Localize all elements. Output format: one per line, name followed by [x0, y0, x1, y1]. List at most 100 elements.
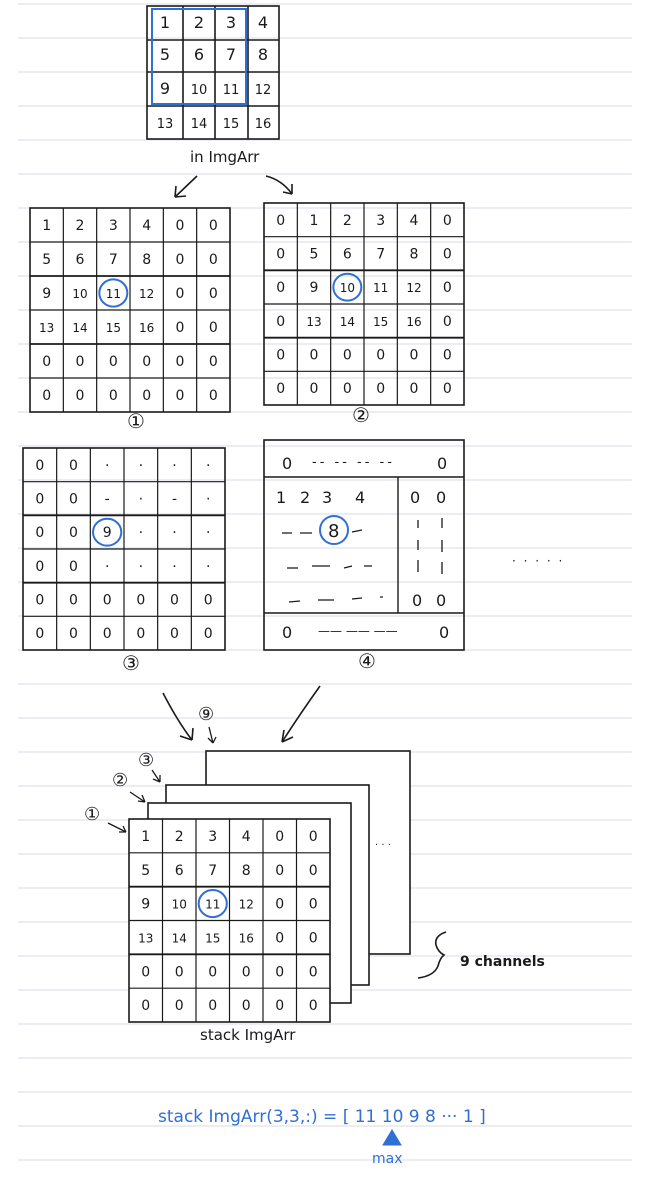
grid-cell: 0 [309, 964, 318, 980]
grid-cell: 5 [310, 247, 319, 263]
grid-cell: 1 [310, 213, 319, 229]
grid-cell: 0 [410, 348, 419, 364]
grid-cell: 10 [340, 281, 355, 295]
grid-cell: 0 [170, 593, 179, 609]
grid-cell: 0 [204, 626, 213, 642]
grid-cell: 0 [109, 388, 118, 404]
grid-cell: 1 [141, 829, 150, 845]
grid-cell: 0 [35, 559, 44, 575]
grid-cell: 13 [138, 931, 153, 945]
formula-text: stack ImgArr(3,3,:) = [ 11 10 9 8 ··· 1 … [158, 1107, 486, 1127]
grid-cell: 0 [176, 252, 185, 268]
grid-cell: · [139, 458, 143, 474]
grid-cell: 0 [76, 388, 85, 404]
grid-cell: 0 [176, 218, 185, 234]
grid4-cell-6: 0 [436, 488, 446, 507]
grid-cell: · [105, 458, 109, 474]
grid-cell: 0 [42, 354, 51, 370]
grid-cell: 0 [443, 247, 452, 263]
grid-cell: · [139, 559, 143, 575]
grid-cell: 8 [242, 863, 251, 879]
input-cell: 12 [255, 83, 272, 98]
grid-cell: 0 [208, 998, 217, 1014]
circled-cell [197, 889, 228, 919]
stack-pointer-arrows [107, 726, 217, 833]
grid-cell: 11 [205, 898, 220, 912]
grid-cell: 0 [69, 593, 78, 609]
arrow-right [265, 175, 293, 195]
grid-cell: 0 [310, 381, 319, 397]
grid-cell: 16 [406, 315, 421, 329]
grid-cell: 0 [35, 593, 44, 609]
grid-cell: 15 [205, 931, 220, 945]
grid-cell: 0 [69, 626, 78, 642]
grid-cell: 0 [276, 213, 285, 229]
grid-cell: · [172, 458, 176, 474]
grid-cell: 0 [276, 280, 285, 296]
grid-cell: 16 [139, 321, 154, 335]
grid-cell: 0 [242, 964, 251, 980]
grid-cell: 0 [176, 286, 185, 302]
grid-cell: 0 [275, 863, 284, 879]
grid-cell: 0 [309, 998, 318, 1014]
max-pointer-icon [382, 1129, 402, 1146]
grid-cell: 0 [309, 897, 318, 913]
grid-cell: 12 [239, 898, 254, 912]
grid-cell: 0 [35, 458, 44, 474]
stack-label-3: ③ [138, 750, 154, 771]
arrow-to-stack-right [281, 685, 321, 743]
grid-cell: · [206, 525, 210, 541]
input-caption: in ImgArr [190, 148, 260, 166]
grid4-cell-4: 4 [355, 488, 365, 507]
grid-cell: 7 [208, 863, 217, 879]
input-cell: 8 [258, 45, 268, 64]
grid-cell: 5 [42, 252, 51, 268]
max-label: max [372, 1151, 403, 1167]
grid-cell: - [105, 492, 110, 508]
grid-cell: · [172, 559, 176, 575]
grid-cell: 0 [103, 593, 112, 609]
grid-cell: 10 [72, 287, 87, 301]
grid-cell: 3 [208, 829, 217, 845]
grid-cell: 4 [410, 213, 419, 229]
grid-cell: 0 [175, 964, 184, 980]
stack-label-2: ② [112, 770, 128, 791]
padded-grid-4: 0 -- -- -- -- 0 1 2 3 4 0 0 8 0 0 0 —— —… [263, 439, 465, 651]
grid-cell: 0 [76, 354, 85, 370]
grid-cell: 0 [69, 492, 78, 508]
grid4-bottom-left: 0 [282, 623, 292, 642]
grid-cell: 3 [376, 213, 385, 229]
grid4-circle [319, 515, 349, 545]
grid-cell: 5 [141, 863, 150, 879]
grid-cell: 0 [208, 964, 217, 980]
grid-cell: 0 [69, 458, 78, 474]
grid-cell: · [206, 458, 210, 474]
grid4-bottom-right: 0 [439, 623, 449, 642]
grid-cell: 0 [275, 964, 284, 980]
stack-label-1: ① [84, 804, 100, 825]
grid-cell: 7 [109, 252, 118, 268]
grid-cell: 0 [35, 626, 44, 642]
grid-cell: 0 [141, 998, 150, 1014]
grid4-cell-5: 0 [410, 488, 420, 507]
grid-cell: 14 [172, 931, 187, 945]
grid4-top-dashes: -- -- -- -- [312, 455, 395, 470]
grid-cell: 12 [406, 281, 421, 295]
grid4-top-left: 0 [282, 454, 292, 473]
grid-cell: 0 [35, 525, 44, 541]
grid-cell: 0 [376, 348, 385, 364]
grid-cell: 0 [176, 388, 185, 404]
grid-cell: 9 [310, 280, 319, 296]
grid-cell: 13 [306, 315, 321, 329]
grid-cell: 0 [69, 559, 78, 575]
grid-cell: 0 [209, 218, 218, 234]
input-cell: 7 [226, 45, 236, 64]
grid-cell: 0 [443, 280, 452, 296]
grid-cell: 0 [103, 626, 112, 642]
grid-cell: · [105, 559, 109, 575]
channels-brace [417, 931, 447, 979]
grid-cell: 8 [410, 247, 419, 263]
grid-cell: 4 [142, 218, 151, 234]
